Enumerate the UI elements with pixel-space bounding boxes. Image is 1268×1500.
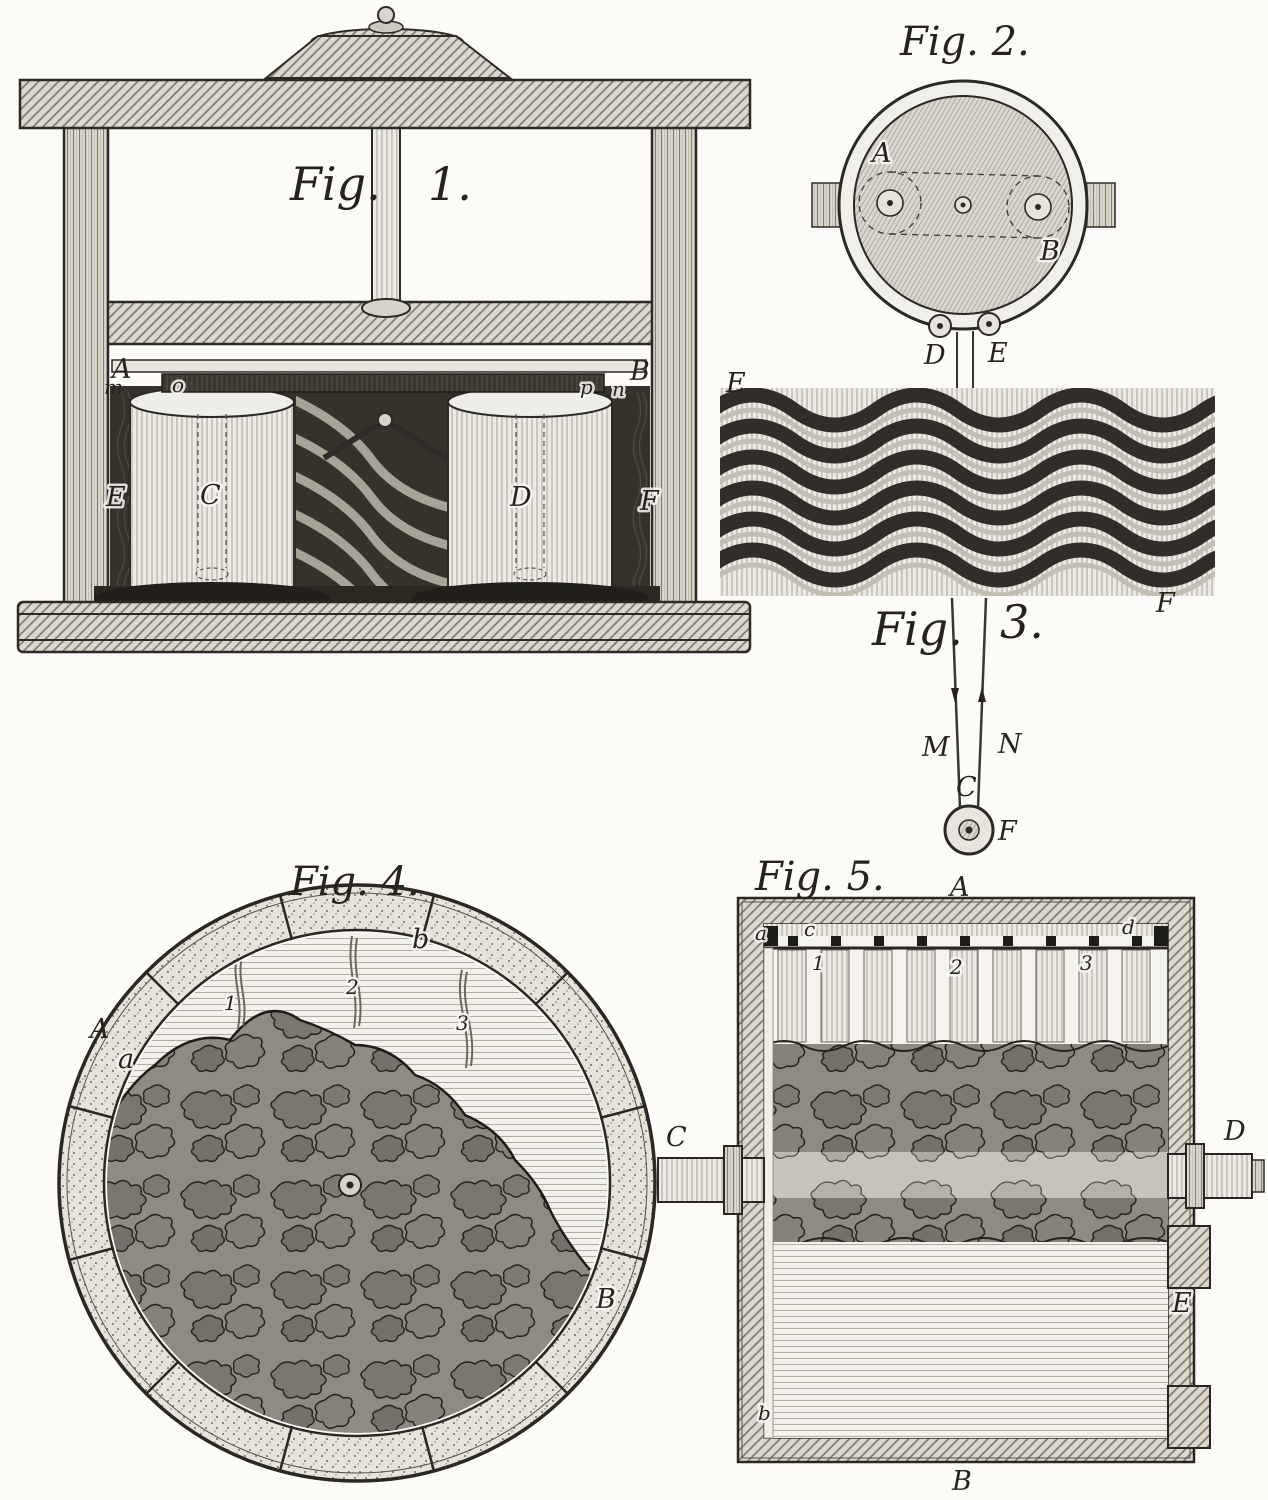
fig3-arrow-up <box>978 687 986 702</box>
fig5-top-lintel <box>764 924 1168 936</box>
fig5-label-a: a <box>755 921 767 945</box>
fig5-label-b: b <box>758 1401 771 1425</box>
fig5-label-B: B <box>951 1466 972 1497</box>
fig1-press-elevation: Fig. 1. A m o p n B E C D F <box>16 6 752 654</box>
fig1-press-plate <box>111 359 647 373</box>
fig4-label-2: 2 <box>345 975 359 999</box>
fig1-label-D: D <box>509 482 532 513</box>
fig4-label-a: a <box>118 1044 134 1075</box>
fig1-post-right <box>650 124 698 608</box>
fig4-label-3: 3 <box>456 1011 469 1035</box>
fig4-caption: Fig. 4. <box>289 859 420 905</box>
fig1-caption-number: 1. <box>428 157 472 211</box>
fig5-bracket-lower <box>1167 1385 1211 1449</box>
fig5-bracket-upper <box>1167 1225 1211 1289</box>
fig4-drum-interior: Fig. 4. A a b B 1 2 3 <box>57 859 657 1483</box>
fig3-label-F-band: F <box>1155 588 1176 619</box>
fig5-label-c: c <box>804 917 815 941</box>
fig1-label-p: p <box>580 375 593 399</box>
fig3-belt <box>950 597 988 809</box>
fig1-post-left <box>62 124 110 608</box>
fig2-label-D: D <box>923 340 946 371</box>
fig1-label-n: n <box>612 377 625 401</box>
fig1-press-cap <box>263 6 513 79</box>
fig1-label-A: A <box>109 354 132 385</box>
fig5-rag-layer-light <box>764 1152 1168 1198</box>
fig5-caption: Fig. 5. <box>754 854 885 900</box>
fig5-rag-layer-top <box>764 1044 1168 1152</box>
fig4-label-b: b <box>412 924 429 955</box>
fig4-rag-boundary <box>107 1009 591 1271</box>
fig5-label-A: A <box>947 872 970 903</box>
fig1-side-cloths <box>116 391 648 591</box>
fig4-rim-detail <box>66 892 648 1474</box>
fig3-label-C: C <box>956 772 977 803</box>
fig1-label-E: E <box>105 482 126 513</box>
fig5-rag-layer-bottom <box>764 1198 1168 1242</box>
fig2-trunnion-left <box>811 182 843 228</box>
fig2-label-B: B <box>1039 236 1060 267</box>
fig5-rag-top-edge <box>763 1040 1169 1052</box>
fig4-label-A: A <box>87 1014 110 1045</box>
fig5-water <box>764 1242 1168 1438</box>
fig5-label-3: 3 <box>1080 951 1093 975</box>
fig4-axle <box>338 1173 362 1197</box>
fig2-internal-gearing-dashed <box>858 171 1070 239</box>
fig1-cylinder-left <box>129 386 295 591</box>
fig2-drum-end-view: Fig. 2. A B D E <box>811 19 1116 392</box>
fig3-corrugated-surface: Fig. 3. E F M N C F <box>720 368 1215 856</box>
fig1-top-beam <box>18 78 752 130</box>
fig5-label-1: 1 <box>812 951 825 975</box>
fig5-partitions <box>777 949 1151 1043</box>
fig3-label-E: E <box>725 368 746 399</box>
fig3-label-M: M <box>921 732 951 763</box>
fig1-screw-collar <box>361 298 411 318</box>
fig2-guide-pulleys <box>928 312 1001 338</box>
fig1-label-F: F <box>639 486 660 517</box>
fig5-corner-block-left <box>764 926 778 946</box>
fig2-trunnion-right <box>1084 182 1116 228</box>
fig5-label-d: d <box>1122 915 1135 939</box>
fig5-pipe-left <box>657 1145 765 1215</box>
fig5-label-D: D <box>1223 1116 1246 1147</box>
fig2-caption: Fig. 2. <box>899 19 1030 65</box>
fig5-tank-section: Fig. 5. A a c d 1 2 3 C D E b B <box>657 854 1265 1497</box>
fig4-label-B: B <box>595 1284 616 1315</box>
fig2-label-E: E <box>987 338 1008 369</box>
fig1-yoke <box>322 412 448 461</box>
fig3-tension-pulley <box>943 804 995 856</box>
fig5-rail-pegs <box>788 936 1142 946</box>
fig3-wave-ridges-light <box>720 407 1215 596</box>
fig4-rim-inner <box>102 928 612 1438</box>
fig3-caption-number: 3. <box>1000 595 1044 649</box>
fig2-label-A: A <box>869 138 892 169</box>
fig1-label-B: B <box>629 356 650 387</box>
fig3-label-F-pulley: F <box>997 816 1018 847</box>
fig1-corrugation-waves <box>296 395 452 592</box>
fig5-label-2: 2 <box>949 955 963 979</box>
fig1-label-m: m <box>104 375 123 399</box>
fig5-label-C: C <box>666 1122 687 1153</box>
fig3-arrow-down <box>951 688 959 703</box>
fig4-rim-outer <box>57 883 657 1483</box>
fig1-plinth <box>16 600 752 654</box>
fig1-label-o: o <box>172 373 184 397</box>
fig4-label-1: 1 <box>224 991 237 1015</box>
fig5-corner-block-right <box>1154 926 1168 946</box>
fig4-rim-segments <box>68 894 646 1472</box>
fig1-press-board <box>161 373 605 393</box>
fig2-internal-rollers <box>876 189 1052 221</box>
fig3-wave-grooves-dark <box>720 388 1215 588</box>
fig1-caption-word: Fig. <box>289 157 381 211</box>
fig5-pipe-right <box>1167 1143 1265 1209</box>
fig1-label-C: C <box>200 480 221 511</box>
fig5-label-E: E <box>1171 1288 1192 1319</box>
fig3-label-N: N <box>997 729 1023 760</box>
fig5-left-channel <box>763 947 774 1439</box>
fig3-caption-word: Fig. <box>871 602 963 656</box>
fig4-rag-mass <box>107 1011 590 1433</box>
